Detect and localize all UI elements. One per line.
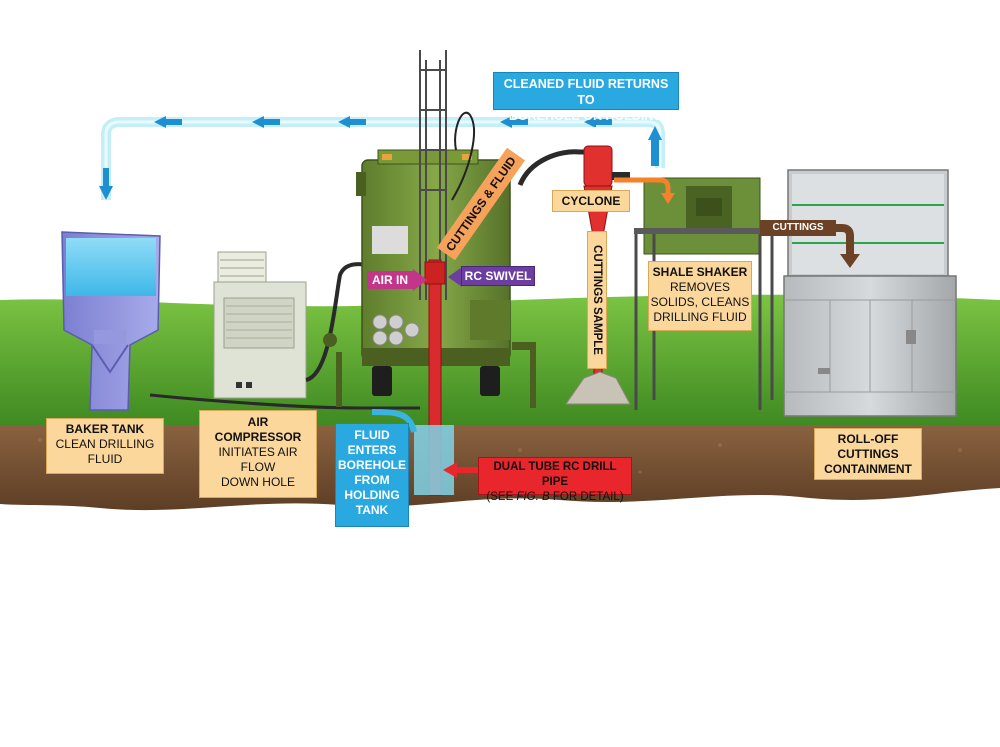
cuttings-hose	[517, 149, 598, 187]
fluid-enters-line3: BOREHOLE	[337, 458, 406, 472]
air-in-label: AIR IN	[367, 271, 413, 289]
cyclone-label: CYCLONE	[552, 190, 630, 212]
rc-swivel-label: RC SWIVEL	[461, 266, 535, 286]
right-arrow-icon	[448, 267, 462, 287]
air-hose	[305, 262, 381, 382]
returns-label-line2: BOREHOLE OR HOLDING TANK	[508, 109, 664, 139]
air-compressor-line2: FLOW	[240, 460, 276, 474]
cuttings-arrow-label: CUTTINGS	[760, 220, 836, 236]
drill-pipe-title: DUAL TUBE RC DRILL PIPE	[493, 461, 617, 488]
right-arrow-icon	[443, 462, 483, 478]
shale-shaker	[634, 177, 780, 410]
air-compressor-line1: INITIATES AIR	[218, 445, 298, 459]
fluid-enters-line6: TANK	[355, 503, 389, 517]
cyclone-to-shaker-arrow	[614, 177, 671, 196]
shale-shaker-title: SHALE SHAKER	[652, 265, 748, 279]
roll-off-container	[783, 169, 957, 417]
right-arrow-icon	[413, 269, 427, 291]
rolloff-label: ROLL-OFF CUTTINGS CONTAINMENT	[814, 428, 922, 480]
cuttings-sample-label: CUTTINGS SAMPLE	[587, 231, 607, 369]
baker-tank-label: BAKER TANK CLEAN DRILLING FLUID	[46, 418, 164, 474]
fluid-enters-line4: FROM	[354, 473, 390, 487]
borehole	[414, 425, 454, 495]
cuttings-arrow-text: CUTTINGS	[772, 222, 824, 233]
fluid-enters-line2: ENTERS	[347, 443, 397, 457]
rolloff-title3: CONTAINMENT	[824, 462, 912, 476]
air-compressor	[213, 251, 307, 399]
baker-tank-line2: FLUID	[87, 452, 123, 466]
returns-label: CLEANED FLUID RETURNS TO BOREHOLE OR HOL…	[493, 72, 679, 139]
fluid-enters-line1: FLUID	[354, 428, 390, 442]
drill-pipe-note-pre: (SEE	[486, 491, 517, 503]
fluid-enters-line5: HOLDING	[344, 488, 400, 502]
baker-tank-line1: CLEAN DRILLING	[55, 437, 155, 451]
rolloff-title2: CUTTINGS	[837, 447, 899, 461]
fluid-enters-label: FLUID ENTERS BOREHOLE FROM HOLDING TANK	[335, 423, 409, 527]
air-compressor-title2: COMPRESSOR	[214, 430, 302, 444]
shale-shaker-line2: SOLIDS, CLEANS	[650, 295, 750, 309]
air-in-text: AIR IN	[372, 273, 408, 287]
cyclone-text: CYCLONE	[561, 194, 621, 208]
drill-pipe-label: DUAL TUBE RC DRILL PIPE (SEE FIG. B FOR …	[478, 457, 632, 503]
air-compressor-label: AIR COMPRESSOR INITIATES AIR FLOW DOWN H…	[199, 410, 317, 498]
cuttings-sample-text: CUTTINGS SAMPLE	[591, 245, 603, 355]
shale-shaker-label: SHALE SHAKER REMOVES SOLIDS, CLEANS DRIL…	[648, 261, 752, 331]
drill-pipe-note: (SEE FIG. B FOR DETAIL)	[479, 490, 631, 505]
down-arrow-icon	[830, 224, 860, 268]
drill-pipe-note-post: FOR DETAIL)	[549, 491, 624, 503]
sample-pile	[565, 371, 631, 405]
returns-label-line1: CLEANED FLUID RETURNS TO	[503, 77, 669, 107]
air-compressor-title1: AIR	[247, 415, 269, 429]
baker-tank-title: BAKER TANK	[65, 422, 145, 436]
shale-shaker-line3: DRILLING FLUID	[653, 310, 747, 324]
rc-swivel-text: RC SWIVEL	[464, 269, 532, 283]
drill-pipe-note-ref: FIG. B	[516, 491, 550, 503]
shale-shaker-line1: REMOVES	[669, 280, 730, 294]
baker-tank	[61, 231, 161, 411]
rolloff-title1: ROLL-OFF	[837, 432, 899, 446]
flow-arrow-icon	[99, 116, 662, 200]
air-compressor-line3: DOWN HOLE	[220, 475, 295, 489]
